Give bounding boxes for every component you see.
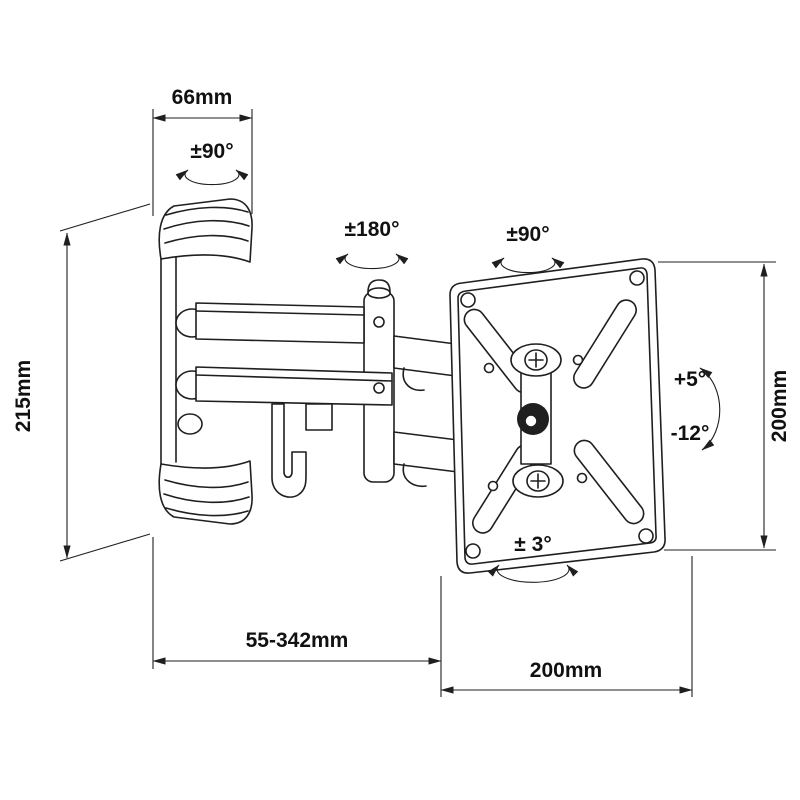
mount-hole-small [576,472,588,484]
dim-label-plate-height: 200mm [768,370,791,442]
dim-label-bracket-width: 66mm [172,86,233,109]
slot-bottom-right [573,439,645,525]
upper-arm [195,302,385,344]
dim-label-extension-range: 55-342mm [246,629,349,652]
dim-label-plate-width: 200mm [530,659,602,682]
mount-hole-small [572,354,584,366]
brand-logo-icon [517,403,549,435]
angle-elbow-swivel: ±180° [335,218,409,270]
dim-bracket-height: 215mm [12,203,151,562]
angle-label-tilt-up: +5° [674,368,706,391]
angle-wall-swivel: ±90° [175,140,249,186]
lower-arm [195,366,393,406]
angle-label-elbow-swivel: ±180° [345,218,400,241]
angle-level-adjust: ± 3° [487,533,579,583]
dimension-annotations: 66mm ±90° ±180° ±90° 215mm [12,86,791,697]
wall-bracket [160,256,209,465]
cable-hook [271,403,333,498]
mount-hole-small [483,362,495,374]
mount-hole-small [487,480,499,492]
plate-connectors [393,335,459,488]
mount-hole [465,543,481,559]
angle-plate-swivel: ±90° [491,223,565,274]
vesa-plate [449,258,666,574]
mount-drawing [158,198,666,574]
mount-hole [460,292,476,308]
slot-top-right [573,299,637,389]
dim-extension-range: 55-342mm [152,537,442,697]
wall-bracket-caps [158,198,253,525]
angle-label-plate-swivel: ±90° [506,223,549,246]
dim-bracket-width: 66mm [152,86,253,216]
mount-hole [638,528,654,544]
angle-label-tilt-down: -12° [671,422,710,445]
dim-plate-height: 200mm [658,261,791,551]
angle-tilt: +5° -12° [671,367,721,451]
dim-label-bracket-height: 215mm [12,360,35,432]
mount-hole [629,270,645,286]
angle-label-wall-swivel: ±90° [190,140,233,163]
dim-plate-width: 200mm [440,556,693,697]
angle-label-level-adjust: ± 3° [514,533,551,556]
